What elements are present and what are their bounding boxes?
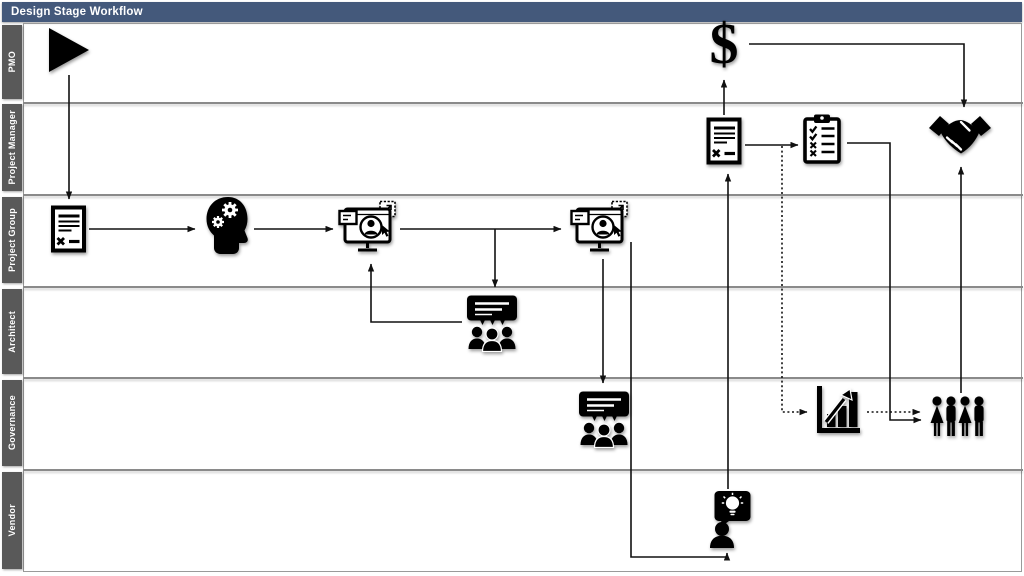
page-title-bar: Design Stage Workflow	[2, 2, 1022, 22]
thinking-head-icon	[206, 197, 248, 254]
idea-person-icon	[710, 491, 751, 548]
lane-divider	[23, 102, 1023, 104]
stakeholders-node	[929, 396, 987, 438]
input-document-node	[50, 205, 87, 253]
design-session-1-node	[338, 200, 398, 256]
agreement-node	[928, 112, 992, 162]
lane-label-project-manager: Project Manager	[2, 104, 22, 191]
bar-chart-icon	[817, 386, 860, 433]
lane-label-text: PMO	[7, 51, 17, 73]
lane-label-pmo: PMO	[2, 25, 22, 99]
vendor-input-node	[709, 490, 751, 548]
metrics-node	[815, 385, 861, 435]
page-title: Design Stage Workflow	[11, 6, 143, 18]
people-group-icon	[930, 396, 984, 436]
lane-divider	[23, 377, 1023, 379]
online-meeting-icon	[338, 200, 396, 252]
presentation-icon	[579, 391, 629, 448]
document-icon	[51, 205, 86, 253]
start-node	[47, 26, 91, 74]
funding-node: $	[701, 15, 747, 74]
lane-label-architect: Architect	[2, 289, 22, 374]
governance-review-node	[576, 390, 632, 448]
swimlane-frame	[23, 23, 1022, 572]
play-icon	[49, 28, 89, 72]
lane-label-vendor: Vendor	[2, 472, 22, 569]
lane-label-text: Architect	[7, 310, 17, 353]
dollar-icon: $	[709, 11, 739, 76]
design-document-node	[706, 117, 742, 165]
lane-label-project-group: Project Group	[2, 197, 22, 283]
lane-label-governance: Governance	[2, 380, 22, 466]
checklist-node	[803, 114, 841, 164]
lane-divider	[23, 286, 1023, 288]
architect-review-node	[464, 294, 520, 352]
ideation-node	[201, 195, 253, 255]
presentation-icon	[467, 295, 517, 352]
document-icon	[706, 117, 742, 165]
lane-divider	[23, 194, 1023, 196]
lane-label-text: Vendor	[7, 504, 17, 537]
lane-label-text: Governance	[7, 395, 17, 451]
online-meeting-icon	[570, 200, 628, 252]
design-session-2-node	[570, 200, 630, 256]
lane-divider	[23, 469, 1023, 471]
lane-label-text: Project Manager	[7, 110, 17, 185]
lane-label-text: Project Group	[7, 208, 17, 272]
handshake-icon	[929, 116, 991, 154]
clipboard-checklist-icon	[803, 114, 841, 164]
